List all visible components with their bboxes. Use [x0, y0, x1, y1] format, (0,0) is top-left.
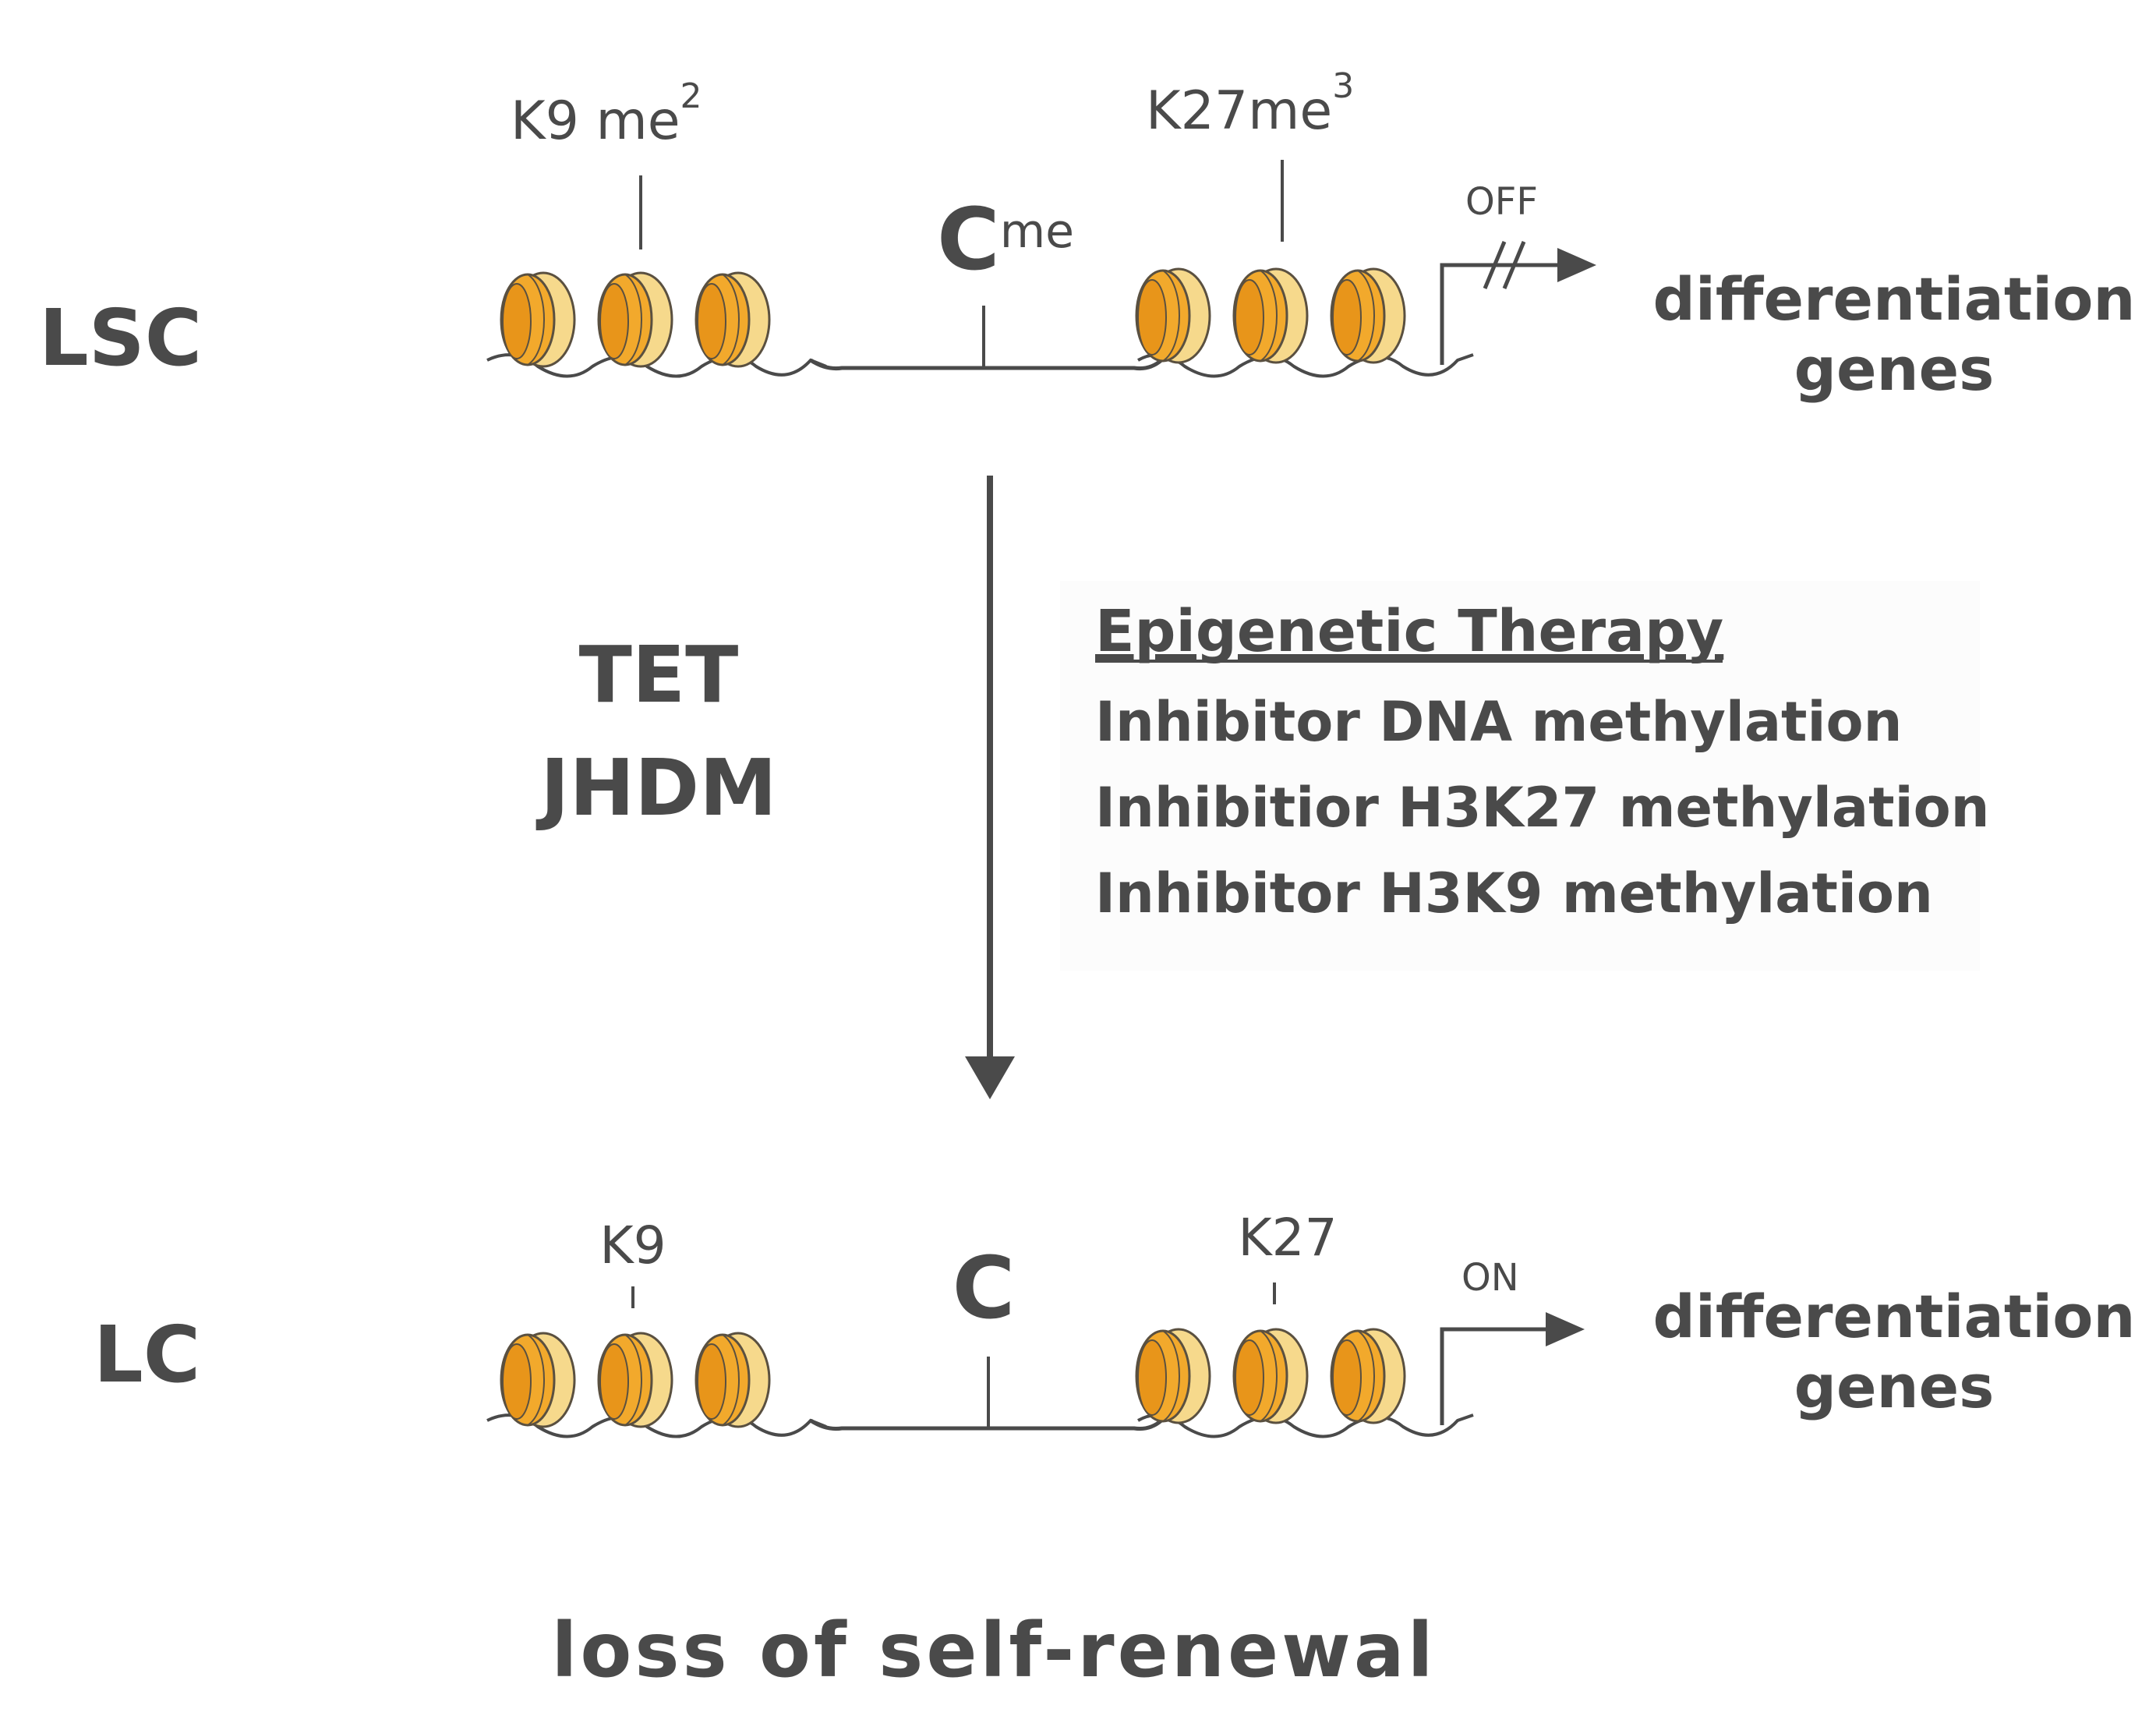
nucleosome-icon [597, 1332, 673, 1428]
therapy-item: Inhibitior H3K27 methylation [1095, 776, 1990, 840]
outcome-label: loss of self-renewal [551, 1607, 1436, 1694]
target-genes-line2: genes [1794, 1352, 1995, 1421]
cell-label-lsc: LSC [39, 292, 202, 384]
cell-label-lc: LC [94, 1309, 200, 1400]
nucleosome-icon [1232, 267, 1309, 364]
nucleosome-icon [695, 1332, 771, 1428]
chromatin-bottom [486, 1328, 1474, 1438]
nucleosome-icon [1330, 1328, 1406, 1424]
nucleosome-icon [695, 271, 771, 368]
transcription-arrow-icon [1440, 1312, 1585, 1425]
chromatin-top [486, 267, 1474, 378]
nucleosome-icon [500, 271, 576, 368]
histone-mark-k9: K9 [599, 1215, 666, 1275]
dna-cytosine: C [953, 1238, 1016, 1338]
therapy-panel [1060, 581, 1980, 971]
target-genes-line1: differentiation [1652, 264, 2135, 334]
nucleosome-icon [1135, 267, 1211, 364]
histone-mark-k27: K27 [1238, 1208, 1337, 1268]
dna-methyl-cytosine: Cme [937, 189, 1074, 289]
therapy-item: Inhibitor DNA methylation [1095, 690, 1902, 754]
enzyme-tet: TET [579, 629, 739, 720]
transcription-state-off: OFF [1465, 180, 1538, 224]
blocked-arrow-icon [1440, 241, 1596, 365]
target-genes-line2: genes [1794, 334, 1995, 404]
transcription-state-on: ON [1461, 1256, 1519, 1300]
nucleosome-icon [597, 271, 673, 368]
therapy-item: Inhibitor H3K9 methylation [1095, 862, 1933, 925]
nucleosome-icon [1135, 1328, 1211, 1424]
down-arrow-icon [965, 1056, 1015, 1099]
histone-mark-k9me2: K9 me2 [511, 76, 702, 152]
histone-mark-k27me3: K27me3 [1146, 66, 1354, 142]
target-genes-line1: differentiation [1652, 1282, 2135, 1351]
nucleosome-icon [1232, 1328, 1309, 1424]
therapy-title: Epigenetic Therapy [1095, 598, 1723, 665]
nucleosome-icon [500, 1332, 576, 1428]
nucleosome-icon [1330, 267, 1406, 364]
enzyme-jhdm: JHDM [535, 742, 776, 833]
